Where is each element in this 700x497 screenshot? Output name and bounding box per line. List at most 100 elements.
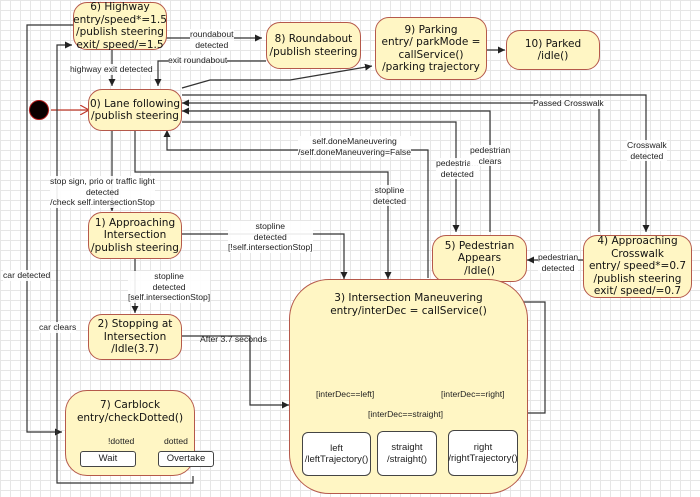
label-car-clears: car clears — [39, 322, 77, 333]
state-title: 8) Roundabout — [274, 33, 353, 45]
label-pedestrian-detected-side: pedestrian detected — [538, 252, 579, 273]
label-line: /self.doneManeuvering=False — [298, 146, 411, 157]
substate-wait[interactable]: Wait — [80, 451, 136, 467]
label-not-dotted: !dotted — [108, 436, 135, 446]
state-title: 5) Pedestrian — [444, 239, 515, 252]
state-do-action: /parking trajectory — [382, 61, 480, 73]
label-highway-exit: highway exit detected — [70, 64, 153, 75]
substate-straight[interactable]: straight /straight() — [377, 431, 437, 476]
edge-pedestrian-clears — [182, 107, 491, 232]
substate-title: straight — [391, 442, 423, 453]
state-title: 9) Parking — [404, 23, 458, 36]
edge-after-seconds — [182, 335, 289, 409]
label-line: [!self.intersectionStop] — [228, 242, 313, 252]
state-entry-action: entry/interDec = callService() — [330, 304, 487, 317]
state-title: 2) Stopping at — [97, 318, 173, 331]
label-after-seconds: After 3.7 seconds — [200, 334, 267, 344]
label-passed-crosswalk: Passed Crosswalk — [533, 98, 604, 109]
label-stopline-stop: stopline detected [self.intersectionStop… — [128, 271, 211, 303]
state-title: 3) Intersection Maneuvering — [334, 292, 483, 304]
edge-lane-to-parking — [181, 63, 373, 89]
label-line: stop sign, prio or traffic light — [50, 176, 155, 186]
state-do-action: /Idle() — [464, 264, 495, 277]
label-crosswalk-detected: Crosswalk detected — [627, 140, 667, 161]
label-line: clears — [478, 155, 502, 166]
state-do-action: /publish steering — [269, 45, 358, 58]
label-line: stopline — [374, 185, 405, 195]
state-pedestrian-appears[interactable]: 5) Pedestrian Appears /Idle() — [432, 235, 527, 282]
state-exit-action: exit/ speed/=1.5 — [76, 38, 164, 51]
label-line: detected — [630, 150, 664, 161]
substate-action: /leftTrajectory() — [304, 454, 369, 465]
label-line: detected — [85, 186, 119, 197]
state-title: 0) Lane following — [89, 97, 181, 110]
label-stopline-detected-top: stopline detected — [373, 185, 406, 206]
label-guard-right: [interDec==right] — [441, 389, 505, 399]
edge-done-maneuvering — [163, 130, 429, 278]
edge-car-clears — [56, 41, 194, 484]
state-stopping-at-intersection[interactable]: 2) Stopping at Intersection /Idle(3.7) — [88, 314, 182, 360]
label-pedestrian-clears: pedestrian clears — [470, 145, 511, 166]
label-line: detected — [152, 281, 186, 292]
state-parking[interactable]: 9) Parking entry/ parkMode = callService… — [375, 17, 487, 80]
label-line: detected — [253, 231, 287, 242]
label-line: detected — [440, 168, 474, 179]
state-entry-action: entry/checkDotted() — [76, 411, 184, 424]
state-entry-action-cont: callService() — [398, 48, 464, 61]
label-roundabout-detected: roundabout detected — [190, 29, 234, 50]
state-lane-following[interactable]: 0) Lane following /publish steering — [88, 89, 182, 131]
state-do-action: /publish steering — [76, 26, 164, 38]
edge-pedestrian-detected-top — [182, 121, 460, 232]
substate-title: Overtake — [166, 453, 206, 465]
state-title: 7) Carblock — [99, 399, 161, 411]
state-do-action: /publish steering — [91, 241, 179, 254]
initial-node — [29, 100, 49, 120]
state-parked[interactable]: 10) Parked /idle() — [506, 30, 600, 70]
state-highway[interactable]: 6) Highway entry/speed*=1.5 /publish ste… — [73, 1, 167, 51]
state-do-action: /idle() — [537, 50, 569, 62]
edge-car-detected — [26, 24, 87, 436]
label-line: stopline — [255, 221, 286, 231]
edge-exit-roundabout — [154, 60, 266, 86]
label-line: pedestrian — [470, 145, 511, 155]
state-entry-action: entry/ parkMode = — [381, 36, 481, 48]
label-pedestrian-detected-top: pedestria... detected — [436, 158, 479, 179]
substate-action: /rightTrajectory() — [448, 453, 518, 464]
label-stop-sign: stop sign, prio or traffic light detecte… — [50, 176, 155, 208]
state-exit-action: exit/ speed/=0.7 — [593, 285, 682, 298]
label-line: pedestrian — [538, 252, 579, 262]
state-approaching-crosswalk[interactable]: 4) Approaching Crosswalk entry/ speed*=0… — [583, 235, 692, 298]
state-title: 6) Highway — [90, 1, 150, 13]
substate-action: /straight() — [386, 453, 428, 465]
state-approaching-intersection[interactable]: 1) Approaching Intersection /publish ste… — [88, 212, 182, 259]
edge-crosswalk-detected — [182, 94, 650, 232]
label-exit-roundabout: exit roundabout — [168, 55, 228, 66]
label-line: /check self.intersectionStop — [50, 197, 155, 207]
state-title-cont: Crosswalk — [611, 247, 664, 260]
label-line: detected — [195, 39, 229, 50]
label-line: detected — [541, 262, 575, 273]
label-stopline-not-stop: stopline detected [!self.intersectionSto… — [228, 221, 313, 253]
state-title: 4) Approaching — [597, 235, 678, 248]
state-title-cont: Appears — [457, 252, 502, 265]
state-roundabout[interactable]: 8) Roundabout /publish steering — [266, 22, 361, 69]
state-entry-action: entry/speed*=1.5 — [73, 13, 167, 26]
state-entry-action: entry/ speed*=0.7 — [588, 260, 687, 273]
label-line: pedestria... — [436, 158, 479, 168]
state-title-cont: Intersection — [103, 330, 167, 343]
label-dotted: dotted — [164, 436, 188, 446]
label-line: detected — [373, 195, 406, 206]
substate-title: Wait — [98, 453, 118, 465]
label-line: [self.intersectionStop] — [128, 292, 211, 302]
substate-title: left — [330, 442, 343, 454]
label-line: self.doneManeuvering — [312, 136, 397, 146]
substate-right[interactable]: right /rightTrajectory() — [448, 430, 518, 476]
substate-title: right — [473, 441, 493, 453]
label-car-detected: car detected — [3, 270, 51, 281]
state-title: 1) Approaching — [94, 216, 176, 229]
edge-stopline-top — [134, 130, 392, 279]
substate-left[interactable]: left /leftTrajectory() — [302, 432, 371, 476]
substate-overtake[interactable]: Overtake — [158, 451, 214, 467]
state-do-action: /publish steering — [593, 272, 682, 285]
